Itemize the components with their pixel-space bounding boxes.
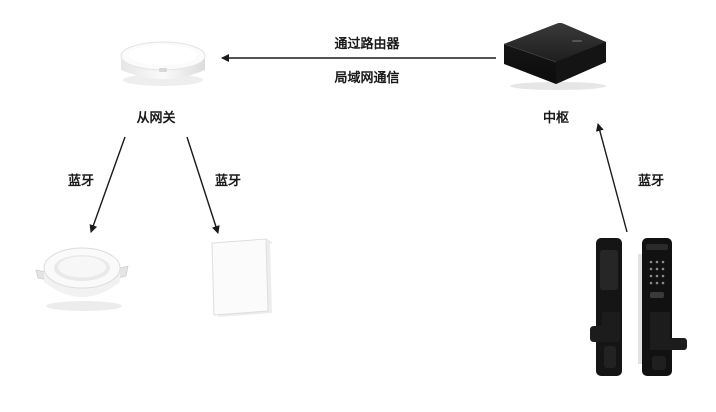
bluetooth-label-lock: 蓝牙 xyxy=(637,174,664,189)
lan-label-line1: 通过路由器 xyxy=(334,37,400,52)
door-lock-device xyxy=(588,234,688,380)
arrow-gateway-to-switch xyxy=(186,136,220,234)
arrow-gateway-to-light xyxy=(89,136,126,233)
wall-switch-device xyxy=(208,237,276,321)
hub-device xyxy=(500,18,610,92)
smart-door-lock-icon xyxy=(590,238,687,376)
gateway-label: 从网关 xyxy=(136,111,176,126)
downlight-device xyxy=(34,242,130,314)
gateway-puck-icon xyxy=(120,41,206,86)
arrow-lock-to-hub xyxy=(595,123,628,233)
downlight-icon xyxy=(35,247,129,311)
bluetooth-label-light: 蓝牙 xyxy=(67,174,94,189)
lan-label-line2: 局域网通信 xyxy=(334,71,400,86)
hub-label: 中枢 xyxy=(542,111,569,126)
wall-switch-icon xyxy=(211,238,273,317)
hub-box-icon xyxy=(503,23,606,90)
bluetooth-label-switch: 蓝牙 xyxy=(214,174,241,189)
gateway-device xyxy=(115,36,211,88)
